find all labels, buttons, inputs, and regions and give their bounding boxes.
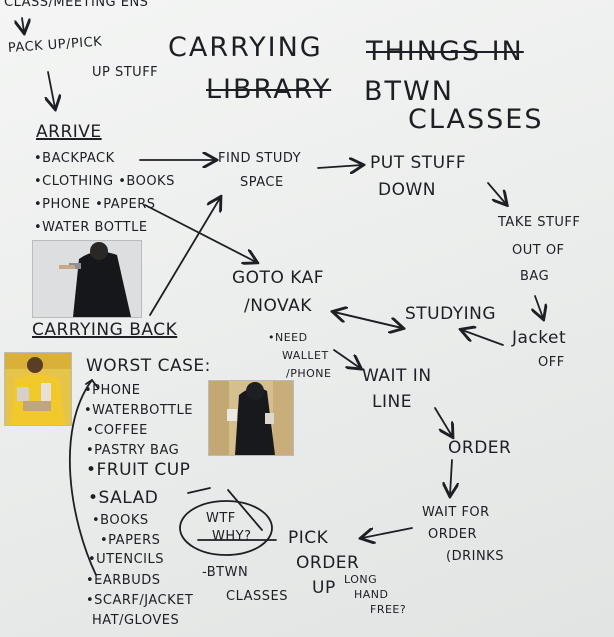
- carry-item: •WATERBOTTLE: [84, 403, 193, 418]
- arrive-item: •CLOTHING •BOOKS: [34, 174, 175, 189]
- pick-line1: PICK: [288, 528, 329, 548]
- arrive-item: •PHONE •PAPERS: [34, 197, 156, 212]
- jacket-line1: Jacket: [512, 328, 567, 348]
- need-line1: •NEED: [268, 331, 308, 344]
- pick-line2: ORDER: [296, 553, 360, 573]
- goto-kaf-line1: GOTO KAF: [232, 268, 324, 288]
- jacket-line2: OFF: [538, 355, 565, 370]
- worst-case-text: WORST CASE:: [86, 356, 211, 376]
- wait-order-line2: ORDER: [428, 527, 478, 542]
- title-btwn: BTWN: [364, 76, 454, 107]
- title-struck-things: THINGS IN: [366, 36, 524, 67]
- title-classes: CLASSES: [408, 104, 544, 135]
- carry-item: •PAPERS: [100, 533, 161, 548]
- take-stuff-line1: TAKE STUFF: [498, 215, 581, 230]
- take-stuff-line3: BAG: [520, 269, 550, 284]
- carry-item: HAT/GLOVES: [92, 613, 180, 628]
- carry-item: •BOOKS: [92, 513, 149, 528]
- photo-person-phone: [32, 240, 142, 318]
- take-stuff-line2: OUT OF: [512, 243, 565, 258]
- wtf-text: WTF: [206, 511, 236, 526]
- hand-line3: FREE?: [370, 603, 407, 616]
- need-line2: WALLET: [282, 349, 329, 362]
- carrying-back-heading: CARRYING BACK: [32, 320, 178, 340]
- order-text: ORDER: [448, 438, 512, 458]
- wait-line-line2: LINE: [372, 392, 412, 412]
- why-text: WHY?: [212, 529, 252, 544]
- hand-line1: LONG: [344, 573, 378, 586]
- find-study-line2: SPACE: [240, 175, 284, 190]
- need-line3: /PHONE: [286, 367, 332, 380]
- wait-line-line1: WAIT IN: [362, 366, 432, 386]
- goto-kaf-line2: /NOVAK: [244, 296, 312, 316]
- carry-item: •EARBUDS: [86, 573, 161, 588]
- wait-order-line3: (DRINKS: [446, 549, 504, 564]
- find-study-line1: FIND STUDY: [218, 151, 302, 166]
- carry-item: •SALAD: [88, 488, 159, 508]
- wait-order-line1: WAIT FOR: [422, 505, 490, 520]
- title-struck-library: LIBRARY: [206, 74, 332, 105]
- carry-item: •UTENCILS: [88, 552, 164, 567]
- title-carrying: CARRYING: [168, 32, 323, 63]
- carry-item: •PASTRY BAG: [86, 443, 180, 458]
- arrive-item: •WATER BOTTLE: [34, 220, 148, 235]
- up-stuff-text: UP STUFF: [92, 65, 159, 80]
- carry-item: •PHONE: [84, 383, 141, 398]
- photo-person-yellow: [4, 352, 72, 426]
- photo-person-cup: [208, 380, 294, 456]
- studying-text: STUDYING: [405, 304, 497, 324]
- put-stuff-line2: DOWN: [378, 180, 436, 200]
- carry-item: •COFFEE: [86, 423, 148, 438]
- pick-line3: UP: [312, 578, 336, 598]
- arrive-heading: ARRIVE: [36, 122, 102, 142]
- btwn-text: -BTWN: [202, 565, 249, 580]
- arrive-item: •BACKPACK: [34, 151, 115, 166]
- carry-item: •FRUIT CUP: [86, 460, 191, 480]
- top-cut-text: CLASS/MEETING ENS: [4, 0, 149, 10]
- hand-line2: HAND: [354, 588, 389, 601]
- put-stuff-line1: PUT STUFF: [370, 153, 467, 173]
- classes-text: CLASSES: [226, 589, 288, 604]
- carry-item: •SCARF/JACKET: [86, 593, 194, 608]
